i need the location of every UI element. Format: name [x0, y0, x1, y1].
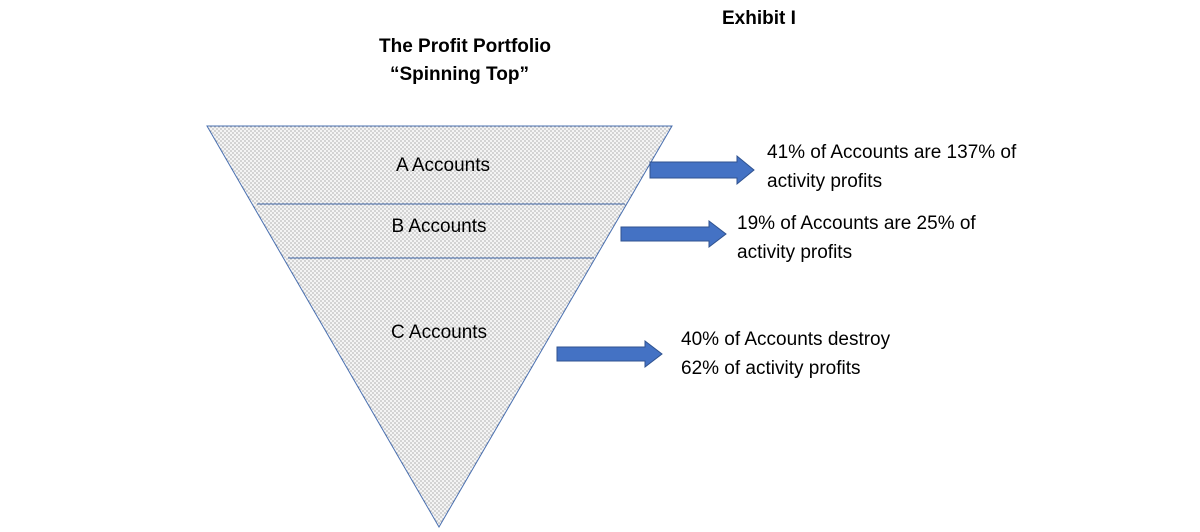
diagram-title: The Profit Portfolio	[379, 36, 552, 57]
tier-b-callout-line2: activity profits	[737, 242, 853, 263]
tier-b-callout: 19% of Accounts are 25% of activity prof…	[737, 209, 976, 267]
tier-c-callout-line1: 40% of Accounts destroy	[681, 329, 891, 350]
tier-c-callout: 40% of Accounts destroy 62% of activity …	[681, 325, 890, 383]
tier-a-callout: 41% of Accounts are 137% of activity pro…	[767, 138, 1016, 196]
arrow-tier-c	[556, 339, 663, 369]
tier-a-callout-line2: activity profits	[767, 171, 883, 192]
tier-a-callout-line1: 41% of Accounts are 137% of	[767, 142, 1017, 163]
tier-a-label: A Accounts	[395, 155, 491, 176]
tier-c-callout-line2: 62% of activity profits	[681, 358, 861, 379]
arrow-tier-b	[620, 219, 727, 249]
inverted-triangle	[206, 125, 673, 528]
diagram-subtitle: “Spinning Top”	[390, 64, 529, 85]
tier-b-callout-line1: 19% of Accounts are 25% of	[737, 213, 976, 234]
tier-c-label: C Accounts	[390, 322, 488, 343]
exhibit-title: Exhibit I	[722, 8, 796, 29]
tier-b-label: B Accounts	[391, 216, 487, 237]
arrow-tier-a	[649, 154, 755, 186]
